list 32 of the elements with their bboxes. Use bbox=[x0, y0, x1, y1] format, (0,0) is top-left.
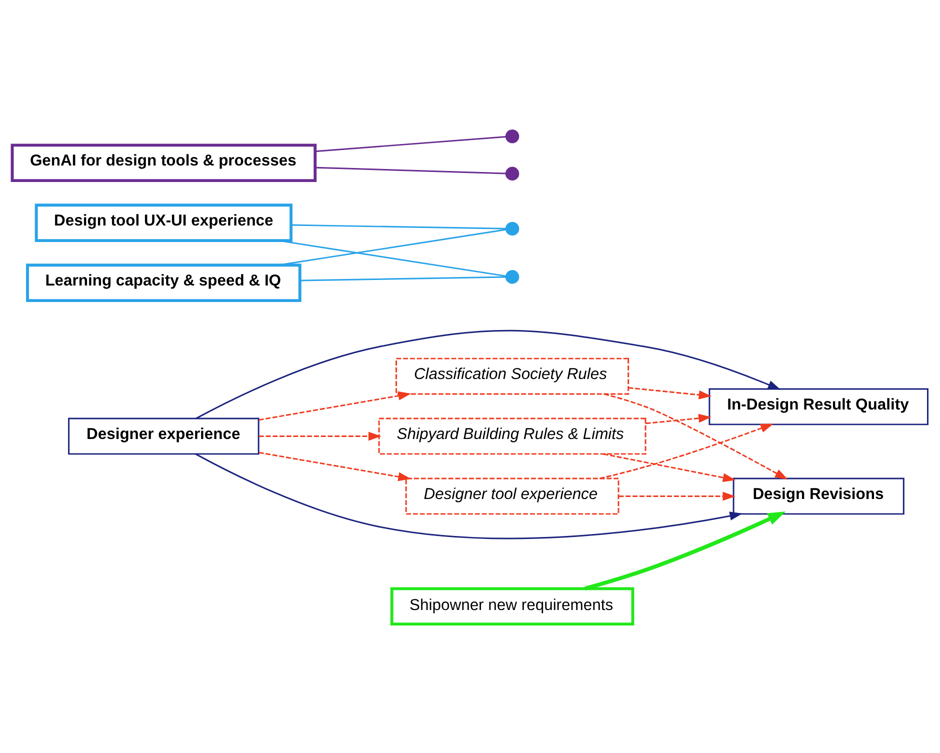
node-box: Design tool UX-UI experience bbox=[34, 203, 292, 242]
node-box: GenAI for design tools & processes bbox=[10, 143, 317, 182]
arrow bbox=[646, 413, 712, 424]
arrow bbox=[196, 329, 781, 419]
connector bbox=[291, 224, 506, 229]
node-box: Shipowner new requirements bbox=[390, 586, 634, 626]
node-circle bbox=[505, 128, 520, 143]
node-box: Learning capacity & speed & IQ bbox=[26, 263, 302, 302]
arrow bbox=[584, 511, 786, 590]
arrow bbox=[628, 386, 712, 399]
connector bbox=[300, 276, 506, 281]
node-box: Design Revisions bbox=[732, 477, 904, 514]
arrow bbox=[604, 392, 788, 480]
node-box: Designer tool experience bbox=[405, 477, 620, 514]
arrow bbox=[258, 451, 412, 481]
node-box: Designer experience bbox=[68, 417, 260, 454]
arrow bbox=[603, 452, 736, 482]
node-circle bbox=[505, 221, 520, 236]
connector bbox=[315, 166, 506, 174]
node-circle bbox=[505, 166, 520, 180]
connector bbox=[315, 136, 506, 152]
connector bbox=[278, 228, 506, 266]
arrow bbox=[618, 491, 736, 500]
arrow bbox=[258, 390, 412, 420]
arrow bbox=[195, 452, 743, 539]
connector bbox=[278, 239, 506, 276]
node-box: Classification Society Rules bbox=[396, 357, 630, 394]
arrow bbox=[258, 431, 382, 440]
node-box: In-Design Result Quality bbox=[708, 388, 928, 425]
node-box: Shipyard Building Rules & Limits bbox=[378, 417, 646, 454]
node-circle bbox=[505, 270, 520, 284]
arrow bbox=[600, 423, 774, 479]
